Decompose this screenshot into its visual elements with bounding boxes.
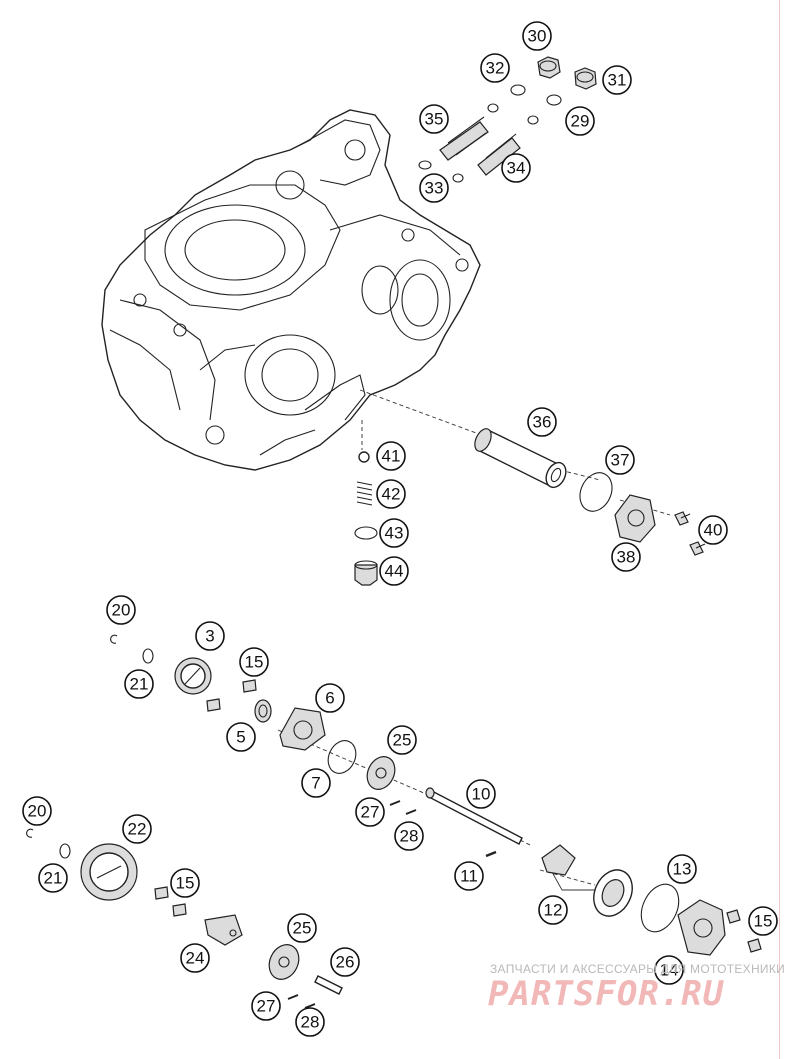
callout-33: 33 [419, 173, 449, 203]
callout-12: 12 [538, 895, 568, 925]
svg-text:32: 32 [486, 59, 505, 78]
callout-30: 30 [522, 21, 552, 51]
svg-text:10: 10 [472, 785, 491, 804]
callout-10: 10 [466, 779, 496, 809]
svg-text:41: 41 [382, 447, 401, 466]
crankcase [101, 109, 481, 471]
svg-text:5: 5 [236, 728, 245, 747]
callout-44: 44 [379, 556, 409, 586]
svg-text:29: 29 [571, 112, 590, 131]
svg-text:37: 37 [611, 451, 630, 470]
svg-text:12: 12 [544, 901, 563, 920]
svg-text:36: 36 [533, 413, 552, 432]
svg-text:27: 27 [361, 803, 380, 822]
svg-text:3: 3 [205, 627, 214, 646]
svg-text:28: 28 [400, 827, 419, 846]
svg-text:21: 21 [44, 869, 63, 888]
callout-5: 5 [226, 722, 256, 752]
svg-text:35: 35 [425, 110, 444, 129]
parts-top [418, 56, 597, 183]
callout-35: 35 [419, 104, 449, 134]
svg-text:7: 7 [311, 774, 320, 793]
callout-42: 42 [376, 479, 406, 509]
svg-text:34: 34 [507, 159, 526, 178]
parts-pump-lower [26, 828, 762, 1009]
callout-21-lower: 21 [38, 863, 68, 893]
svg-text:25: 25 [393, 731, 412, 750]
callout-22: 22 [122, 814, 152, 844]
svg-text:40: 40 [704, 521, 723, 540]
svg-text:6: 6 [325, 689, 334, 708]
svg-text:24: 24 [186, 949, 205, 968]
svg-text:43: 43 [385, 524, 404, 543]
callout-15-upper: 15 [239, 647, 269, 677]
callout-26: 26 [330, 947, 360, 977]
callout-21-upper: 21 [124, 669, 154, 699]
callout-25-upper: 25 [387, 725, 417, 755]
svg-text:30: 30 [528, 27, 547, 46]
page-edge-line [779, 0, 780, 1059]
callout-13: 13 [667, 854, 697, 884]
svg-text:25: 25 [293, 919, 312, 938]
svg-text:42: 42 [382, 485, 401, 504]
svg-text:44: 44 [385, 562, 404, 581]
callout-6: 6 [315, 683, 345, 713]
callout-27-upper: 27 [355, 797, 385, 827]
callout-3: 3 [195, 621, 225, 651]
watermark-logo: PARTSFOR.RU [488, 974, 725, 1014]
svg-text:21: 21 [130, 675, 149, 694]
callout-25-lower: 25 [287, 913, 317, 943]
callout-24: 24 [180, 943, 210, 973]
svg-text:15: 15 [245, 653, 264, 672]
svg-text:31: 31 [608, 71, 627, 90]
callout-11: 11 [454, 861, 484, 891]
callout-14: 14 [654, 955, 684, 985]
callout-34: 34 [501, 153, 531, 183]
svg-text:20: 20 [28, 802, 47, 821]
svg-text:22: 22 [128, 820, 147, 839]
watermark-tagline: ЗАПЧАСТИ И АКСЕССУАРЫ ДЛЯ МОТОТЕХНИКИ [490, 962, 786, 976]
svg-text:38: 38 [617, 548, 636, 567]
callout-32: 32 [480, 53, 510, 83]
callout-7: 7 [301, 768, 331, 798]
callout-38: 38 [611, 542, 641, 572]
svg-text:15: 15 [754, 912, 773, 931]
callout-36: 36 [527, 407, 557, 437]
callout-37: 37 [605, 445, 635, 475]
svg-text:33: 33 [425, 179, 444, 198]
callout-29: 29 [565, 106, 595, 136]
svg-text:13: 13 [673, 860, 692, 879]
callout-31: 31 [602, 65, 632, 95]
callout-43: 43 [379, 518, 409, 548]
svg-text:28: 28 [301, 1013, 320, 1032]
callout-15-lower-right: 15 [748, 906, 778, 936]
svg-text:15: 15 [176, 874, 195, 893]
callout-28-lower: 28 [295, 1007, 325, 1037]
parts-filter [354, 428, 706, 586]
svg-text:26: 26 [336, 953, 355, 972]
callout-40: 40 [698, 515, 728, 545]
callout-41: 41 [376, 441, 406, 471]
callout-20-upper: 20 [106, 595, 136, 625]
svg-text:11: 11 [460, 867, 478, 886]
parts-pump-upper [110, 634, 523, 858]
svg-text:20: 20 [112, 601, 131, 620]
svg-text:27: 27 [257, 997, 276, 1016]
callout-15-lower-left: 15 [170, 868, 200, 898]
callout-20-lower: 20 [22, 796, 52, 826]
callout-27-lower: 27 [251, 991, 281, 1021]
svg-text:14: 14 [660, 961, 679, 980]
callout-28-upper: 28 [394, 821, 424, 851]
